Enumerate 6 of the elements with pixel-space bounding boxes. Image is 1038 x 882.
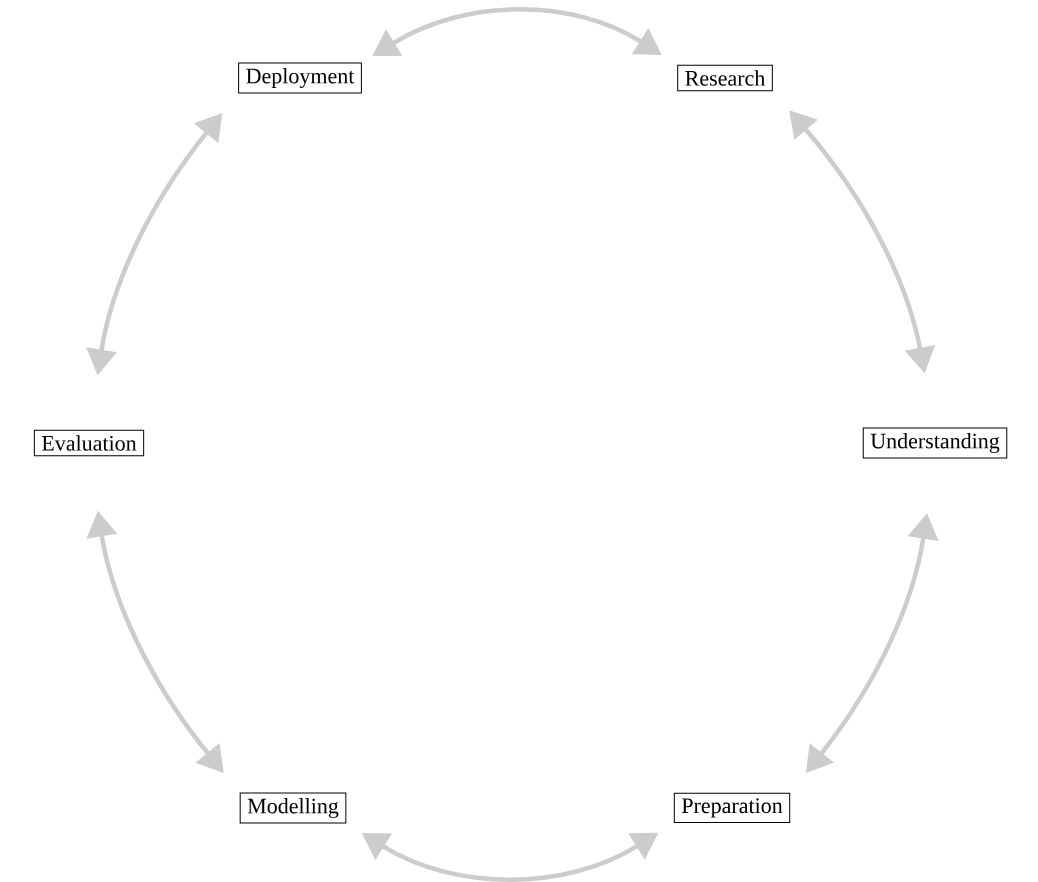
stage-box: Preparation xyxy=(673,792,791,824)
stage-box: Evaluation xyxy=(33,429,145,457)
stage-box: Modelling xyxy=(239,792,347,824)
stage-box: Deployment xyxy=(238,62,362,94)
stage-box: Understanding xyxy=(862,427,1008,459)
stage-box: Research xyxy=(677,64,773,92)
